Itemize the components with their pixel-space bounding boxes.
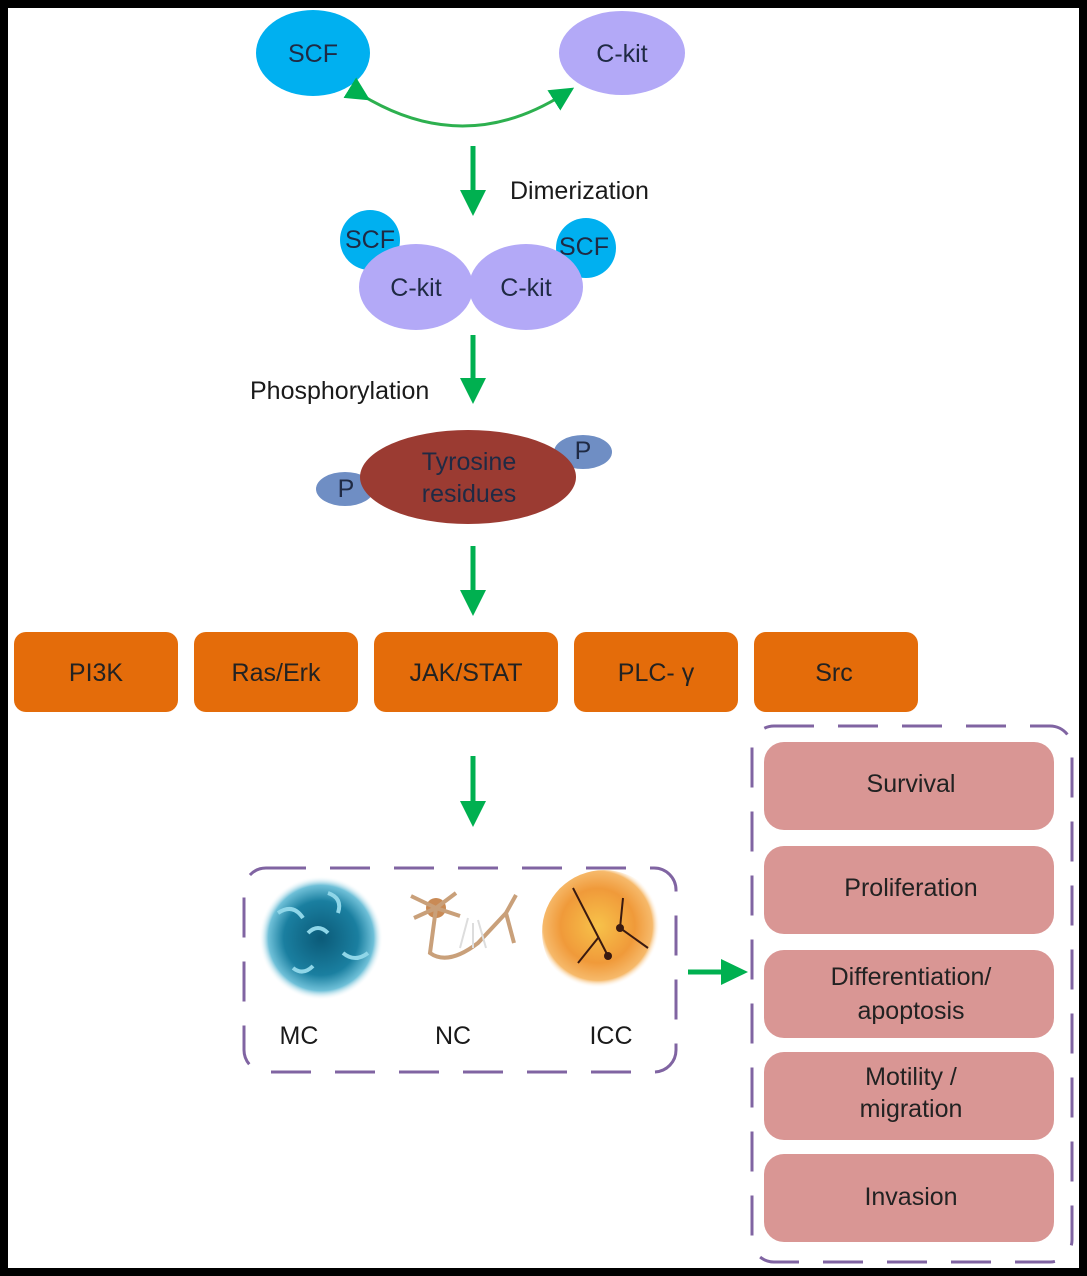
svg-text:Tyrosine: Tyrosine xyxy=(422,448,516,476)
mast-cell-image xyxy=(259,876,383,1000)
svg-text:Ras/Erk: Ras/Erk xyxy=(232,659,321,687)
phosphorylation-label: Phosphorylation xyxy=(250,377,429,405)
arrow-down-icon xyxy=(460,756,486,827)
svg-text:Survival: Survival xyxy=(867,770,956,798)
cell-label-icc: ICC xyxy=(589,1022,632,1050)
svg-text:C-kit: C-kit xyxy=(390,274,441,302)
diagram-canvas: SCF C-kit Dimerization SCF SCF C-kit C-k… xyxy=(8,8,1079,1268)
scf-ligand: SCF xyxy=(256,10,370,96)
svg-text:Invasion: Invasion xyxy=(864,1183,957,1211)
pathway-ras-erk: Ras/Erk xyxy=(194,632,358,712)
arrow-down-icon xyxy=(460,146,486,216)
svg-text:SCF: SCF xyxy=(288,40,338,68)
outcome-survival: Survival xyxy=(764,742,1054,830)
binding-double-arrow xyxy=(343,77,575,128)
dimerization-label: Dimerization xyxy=(510,177,649,205)
svg-text:JAK/STAT: JAK/STAT xyxy=(410,659,523,687)
svg-text:migration: migration xyxy=(860,1095,963,1123)
pathway-jak-stat: JAK/STAT xyxy=(374,632,558,712)
svg-text:PI3K: PI3K xyxy=(69,659,124,687)
pathway-pi3k: PI3K xyxy=(14,632,178,712)
svg-text:apoptosis: apoptosis xyxy=(857,997,964,1025)
pathway-src: Src xyxy=(754,632,918,712)
scf-ckit-signaling-diagram: SCF C-kit Dimerization SCF SCF C-kit C-k… xyxy=(14,10,1074,1264)
svg-text:Motility /: Motility / xyxy=(865,1063,957,1091)
outcome-invasion: Invasion xyxy=(764,1154,1054,1242)
svg-text:P: P xyxy=(338,475,355,503)
svg-text:Differentiation/: Differentiation/ xyxy=(831,963,992,991)
svg-text:Src: Src xyxy=(815,659,853,687)
cell-types-box: MC NC ICC xyxy=(242,866,678,1074)
arrow-right-icon xyxy=(688,959,748,985)
outcome-proliferation: Proliferation xyxy=(764,846,1054,934)
outcome-differentiation-apoptosis: Differentiation/apoptosis xyxy=(764,950,1054,1038)
tyrosine-residues: P P Tyrosine residues xyxy=(316,430,612,524)
svg-text:SCF: SCF xyxy=(345,226,395,254)
cell-label-mc: MC xyxy=(280,1022,319,1050)
pathway-row: PI3K Ras/Erk JAK/STAT PLC- γ Src xyxy=(14,632,918,712)
nerve-cell-image xyxy=(398,888,518,970)
svg-text:SCF: SCF xyxy=(559,233,609,261)
outcomes-box: Survival Proliferation Differentiation/a… xyxy=(750,724,1074,1264)
scf-ckit-dimer: SCF SCF C-kit C-kit xyxy=(340,210,616,330)
svg-text:Proliferation: Proliferation xyxy=(844,874,977,902)
svg-text:C-kit: C-kit xyxy=(500,274,551,302)
icc-cell-image xyxy=(542,870,666,994)
svg-text:C-kit: C-kit xyxy=(596,40,647,68)
ckit-receptor: C-kit xyxy=(559,11,685,95)
cell-label-nc: NC xyxy=(435,1022,471,1050)
outcome-motility-migration: Motility / migration xyxy=(764,1052,1054,1140)
svg-text:P: P xyxy=(575,437,592,465)
svg-text:PLC- γ: PLC- γ xyxy=(618,659,695,687)
svg-text:residues: residues xyxy=(422,480,517,508)
arrow-down-icon xyxy=(460,335,486,404)
arrow-down-icon xyxy=(460,546,486,616)
pathway-plc-gamma: PLC- γ xyxy=(574,632,738,712)
